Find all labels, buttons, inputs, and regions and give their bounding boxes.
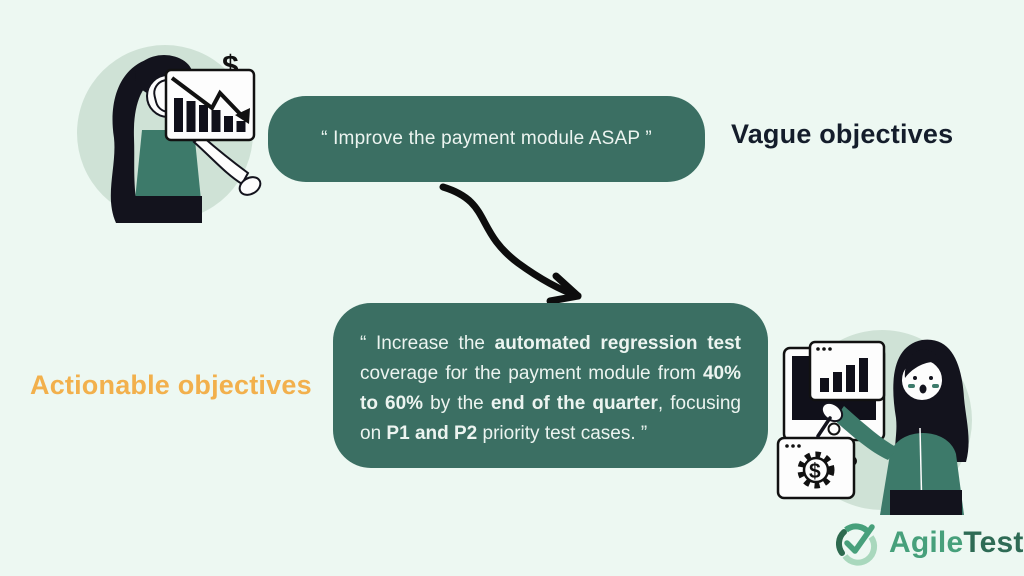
frustrated-person-illustration: $ bbox=[60, 38, 280, 223]
bubble-text-segment: end of the quarter bbox=[490, 393, 658, 414]
checkmark-logo-icon bbox=[836, 523, 878, 566]
declining-chart-icon: $ bbox=[164, 50, 256, 142]
pointing-person-illustration: $ bbox=[770, 320, 1000, 516]
actionable-objective-bubble: “ Increase the automated regression test… bbox=[333, 303, 768, 468]
bubble-text-segment: P1 and P2 bbox=[386, 423, 478, 444]
gear-dollar-icon: $ bbox=[776, 436, 856, 500]
bubble-text-segment: automated regression test bbox=[494, 333, 741, 354]
rising-chart-icon bbox=[808, 340, 886, 402]
bubble-text-segment: priority test cases. ” bbox=[477, 423, 648, 444]
actionable-objectives-label: Actionable objectives bbox=[30, 370, 312, 400]
dollar-icon: $ bbox=[809, 460, 821, 483]
logo-text-agile: Agile bbox=[889, 526, 964, 559]
bubble-text-segment: “ Increase the bbox=[360, 333, 495, 354]
vague-objectives-label: Vague objectives bbox=[731, 119, 954, 149]
pen-icon bbox=[816, 416, 832, 438]
open-palm bbox=[238, 176, 262, 196]
bubble-text-segment: coverage for the payment module from bbox=[360, 363, 703, 384]
logo-text-test: Test bbox=[963, 526, 1024, 559]
vague-objective-text: “ Improve the payment module ASAP ” bbox=[321, 128, 652, 149]
bubble-text-segment: 40% to 60% bbox=[360, 363, 741, 414]
hand-with-pen bbox=[820, 401, 844, 423]
bubble-text-segment: by the bbox=[423, 393, 491, 414]
pointing-arm bbox=[834, 406, 898, 460]
pointing-person-graphic: $ bbox=[776, 330, 972, 516]
pointing-woman bbox=[816, 339, 969, 516]
bubble-text-segment: , focusing on bbox=[360, 393, 741, 444]
vague-objective-bubble: “ Improve the payment module ASAP ” bbox=[268, 96, 705, 182]
curved-arrow-icon bbox=[430, 178, 605, 308]
actionable-objective-text: “ Increase the automated regression test… bbox=[360, 333, 741, 444]
downtrend-arrow-icon bbox=[170, 76, 246, 120]
frustrated-person-graphic: $ bbox=[77, 45, 262, 223]
extended-arm bbox=[192, 134, 250, 186]
